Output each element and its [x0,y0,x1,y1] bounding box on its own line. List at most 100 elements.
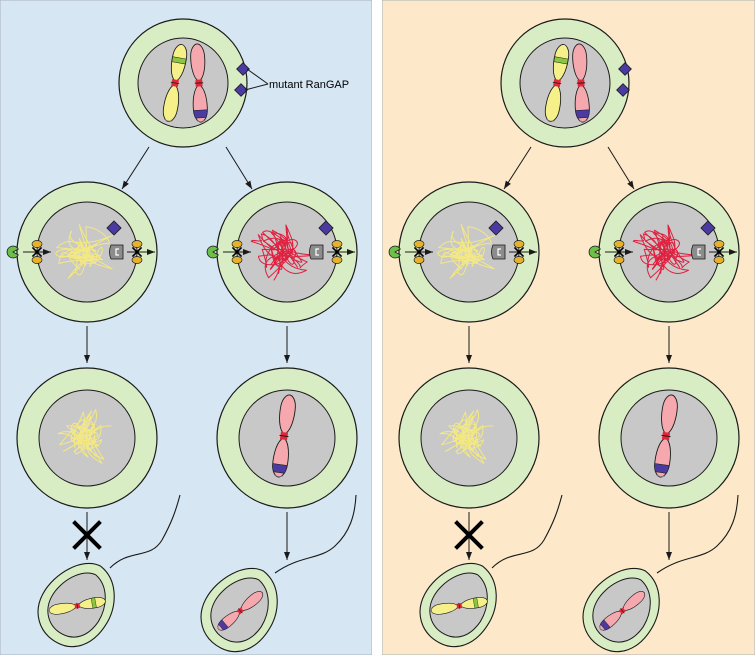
pore-top [513,240,525,248]
arrow-head [84,355,90,363]
rangap-diamond-icon [106,220,122,236]
chromosome-band-top [472,597,479,609]
exportin-notch [115,248,119,256]
sperm-cell [582,494,739,653]
chromosome-tip [273,474,284,478]
developing-cell-right [598,367,740,509]
pore-bottom [31,256,43,264]
yellow-homolog [544,44,570,122]
chromatin-tangle-red [632,224,699,281]
nuclear-pore-icon [513,240,525,264]
nuclear-pore-icon [331,240,343,264]
export-arrow [127,249,155,255]
condensed-pink-chromosome [272,394,296,478]
export-block-x-icon [331,246,343,258]
sperm-cell [37,494,181,648]
exportin-icon [109,244,124,260]
arrow-head [147,249,155,255]
export-arrow [709,249,737,255]
pore-top [413,240,425,248]
import-factor-pacman-icon [588,245,601,259]
arrow-shaft [503,146,532,190]
x-stroke-2 [413,246,425,258]
arrow-shaft [225,146,253,190]
rangap-diamond-icon [318,220,334,236]
x-stroke-2 [31,246,43,258]
sperm-head [419,562,497,648]
import-factor-pacman-icon [6,245,19,259]
arrow-head [625,249,633,255]
callout-line-2 [244,83,269,91]
chromosome-tip [217,625,222,632]
pore-bottom [513,256,525,264]
arrow-head [466,355,472,363]
x-stroke-2 [613,246,625,258]
sperm-head [582,567,660,653]
sperm-cell [419,494,563,648]
sperm-tail [491,494,563,569]
sperm-chromosome [217,591,264,632]
nuclear-pore-icon [713,240,725,264]
chromosome-band-bottom [575,109,590,119]
pore-bottom [331,256,343,264]
division-arrow-right [225,146,253,190]
chromosome-tip [655,474,666,478]
chromosome-band-bottom [654,463,670,474]
chromosome-band-top [553,56,569,65]
x-stroke-2 [131,246,143,258]
chromosome-tip [546,118,555,122]
chromosome-band-top [90,597,97,609]
x-stroke-2 [331,246,343,258]
pore-top [31,240,43,248]
arrow-head [284,355,290,363]
exportin-icon [691,244,706,260]
division-arrow-left [121,146,150,190]
right-diagram [382,0,755,655]
exportin-notch [697,248,701,256]
daughter-cell-right [206,181,358,323]
daughter-cell-right [588,181,740,323]
left-panel: mutant RanGAP [0,0,372,655]
import-block-x-icon [613,246,625,258]
arrow-head [627,180,634,189]
nuclear-pore-icon [231,240,243,264]
developmental-block-x-icon [72,520,102,550]
import-block-x-icon [231,246,243,258]
exportin-notch [315,248,319,256]
arrow-shaft [121,146,150,190]
export-arrow [327,249,355,255]
nuclear-pore-icon [413,240,425,264]
chromosome-tip [599,625,604,632]
rangap-diamond-icon [236,62,250,76]
pore-top [613,240,625,248]
sperm-tail [109,494,181,569]
sperm-chromosome [599,591,646,632]
parent-cell [118,18,250,148]
rangap-diamond-icon [616,83,630,97]
sperm-tail [656,494,739,574]
centromere-line [76,602,79,609]
chromosome-tip [431,607,434,614]
progression-arrow-right [284,326,290,363]
arrow-head [666,552,672,560]
import-block-x-icon [413,246,425,258]
sperm-chromosome [48,596,106,615]
progression-arrow-final-right [284,512,290,560]
nuclear-pore-icon [131,240,143,264]
parent-cell [500,18,632,148]
developmental-block-x-icon [454,520,484,550]
pore-top [713,240,725,248]
centromere-line [552,81,562,85]
exportin-icon [309,244,324,260]
progression-arrow-right [666,326,672,363]
pore-top [331,240,343,248]
x-stroke-2 [513,246,525,258]
arrow-head [122,180,129,189]
x-stroke-2 [72,520,102,550]
x-stroke-2 [231,246,243,258]
centromere-line [661,434,671,438]
chromosome-band-top [171,56,187,65]
chromosome-tip [196,119,206,123]
chromosome-band-bottom [272,463,288,474]
callout-line-1 [246,68,269,85]
